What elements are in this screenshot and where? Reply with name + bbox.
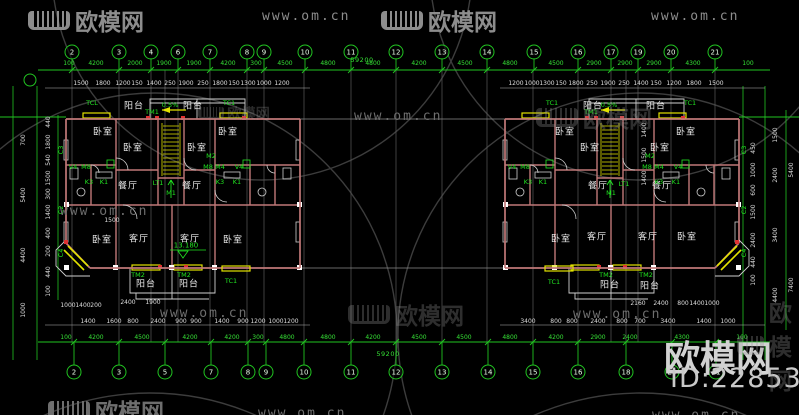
building-right (502, 98, 750, 300)
dimension-lines (0, 69, 799, 360)
grid-lines (68, 58, 720, 365)
building-left (55, 98, 303, 300)
